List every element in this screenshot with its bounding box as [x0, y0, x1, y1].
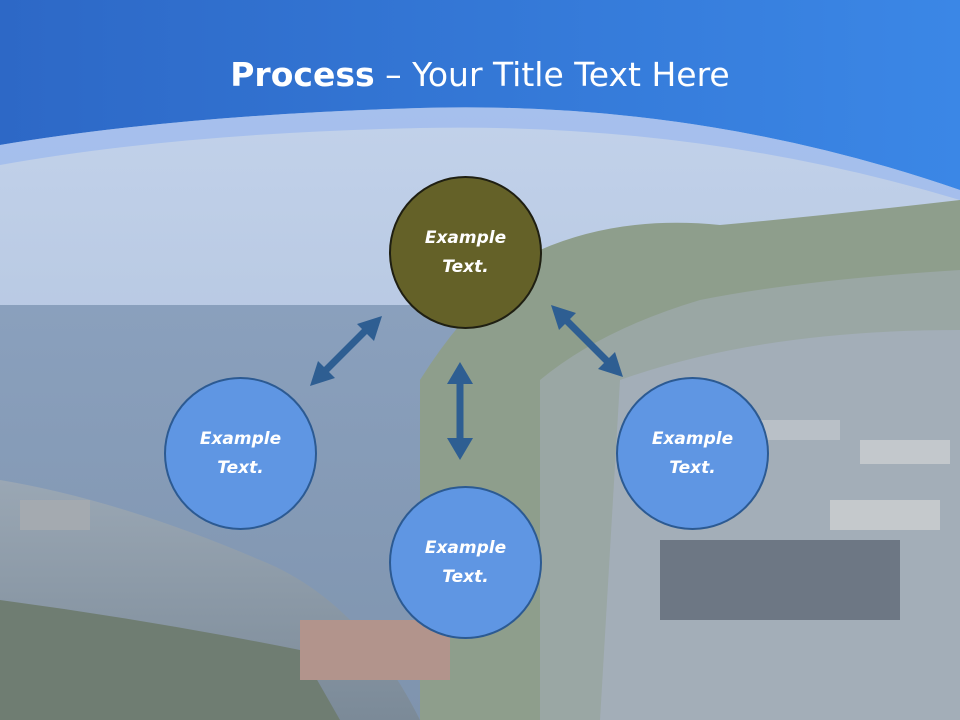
node-left-label: Example Text.: [199, 428, 282, 478]
page-title: Process – Your Title Text Here: [0, 52, 960, 98]
node-bottom: Example Text.: [389, 486, 542, 639]
node-left: Example Text.: [164, 377, 317, 530]
title-bold: Process: [230, 55, 375, 94]
node-bottom-label: Example Text.: [424, 537, 507, 587]
node-right-label: Example Text.: [651, 428, 734, 478]
node-right: Example Text.: [616, 377, 769, 530]
node-top-label: Example Text.: [424, 227, 507, 277]
title-rest: – Your Title Text Here: [374, 55, 730, 94]
node-top: Example Text.: [389, 176, 542, 329]
